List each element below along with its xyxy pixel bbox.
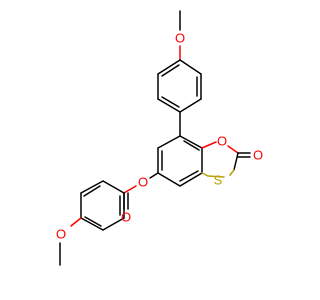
- atom-O-carbonyl-right: O: [253, 148, 263, 163]
- fused-benzene-ring: [157, 135, 203, 187]
- top-phenyl-ring: [157, 59, 202, 113]
- benzoyl-ring-bond: [102, 180, 125, 194]
- atom-O-carbonyl-left: O: [121, 210, 131, 225]
- atom-O-methoxy-bottom: O: [56, 227, 66, 242]
- structure-canvas: O O O S O O O: [56, 10, 263, 266]
- molecule-structure: O O O S O O O: [56, 10, 263, 266]
- atom-O-ring: O: [217, 134, 227, 149]
- atom-label-S: S: [214, 173, 223, 188]
- aryl-O-bond: [149, 172, 159, 179]
- atom-O-ester: O: [138, 175, 148, 190]
- atom-label-O4: O: [138, 175, 148, 190]
- ester-O-C-bond: [123, 185, 137, 194]
- atom-label-O5: O: [121, 210, 131, 225]
- atom-label-O6: O: [56, 227, 66, 242]
- bottom-phenyl-ring: [80, 180, 125, 231]
- oxathiolone-ring: [201, 141, 239, 178]
- atom-label-O1: O: [175, 31, 185, 46]
- lactone-carbonyl-bond: [237, 152, 251, 158]
- bottom-methoxy-O-bond: [70, 217, 82, 227]
- atom-label-O2: O: [217, 134, 227, 149]
- atom-O-methoxy-top: O: [175, 31, 185, 46]
- atom-S-ring: S: [214, 173, 223, 188]
- atom-label-O3: O: [253, 148, 263, 163]
